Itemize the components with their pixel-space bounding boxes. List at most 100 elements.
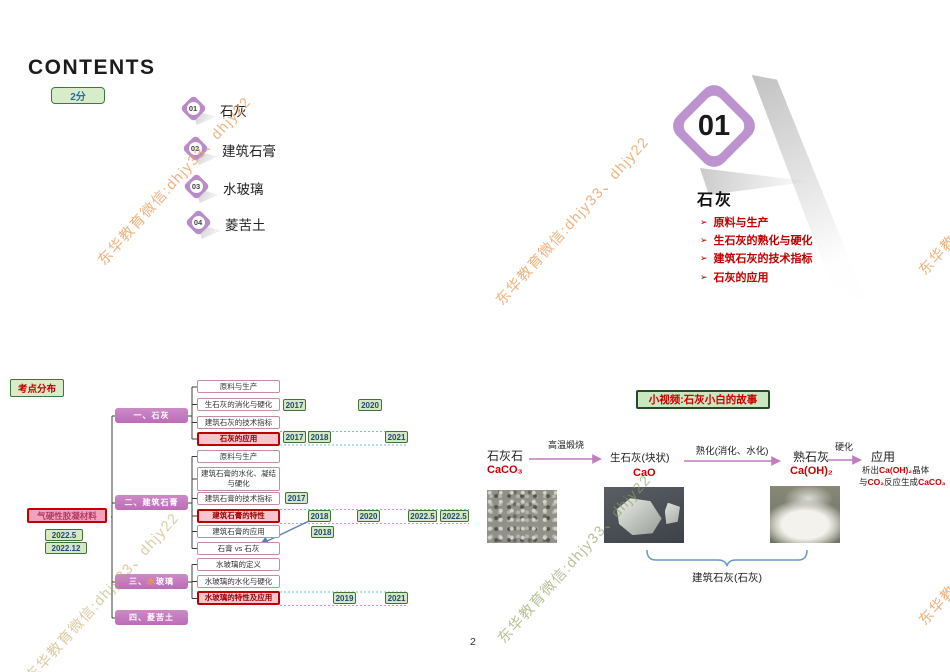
- circle-icon: [191, 215, 205, 229]
- leaf-node: 建筑石膏的水化、凝结与硬化: [197, 467, 280, 491]
- flow-step-name: 熟石灰: [793, 450, 830, 464]
- bullet-text: 石灰的应用: [713, 272, 769, 284]
- leaf-node: 石膏 vs 石灰: [197, 542, 280, 555]
- mindmap-header-badge: 考点分布: [10, 379, 64, 397]
- toc-item-1-badge-icon: 01: [179, 94, 207, 122]
- score-badge: 2分: [51, 87, 105, 104]
- root-year-badge: 2022.12: [45, 542, 87, 554]
- leaf-node: 水玻璃的水化与硬化: [197, 575, 280, 588]
- toc-item-2-label: 建筑石膏: [222, 144, 276, 159]
- root-year-badge: 2022.5: [45, 529, 83, 541]
- rock-shape: [664, 502, 680, 524]
- branch-label-highlight: 水: [147, 577, 156, 586]
- note-text: 析出: [862, 465, 880, 475]
- circle-icon: [189, 179, 203, 193]
- toc-item-2-badge-icon: 02: [181, 134, 209, 162]
- year-badge: 2022.5: [408, 510, 437, 522]
- note-formula: CaCO₃: [918, 477, 946, 487]
- toc-item-3-label: 水玻璃: [223, 182, 264, 197]
- leaf-node: 建筑石灰的技术指标: [197, 416, 280, 429]
- leaf-node-highlight: 水玻璃的特性及应用: [197, 591, 280, 605]
- flow-step-name: 石灰石: [487, 449, 524, 463]
- year-badge: 2017: [283, 431, 306, 443]
- leaf-node: 水玻璃的定义: [197, 558, 280, 571]
- quicklime-photo: [604, 487, 684, 543]
- toc-item-3-number: 03: [191, 181, 201, 191]
- mindmap-root-node: 气硬性胶凝材料: [27, 508, 107, 523]
- application-note-line1: 析出Ca(OH)₂晶体: [862, 464, 929, 476]
- year-badge: 2018: [308, 510, 331, 522]
- toc-item-3-badge-icon: 03: [182, 172, 210, 200]
- leaf-node: 原料与生产: [197, 450, 280, 463]
- contents-title: CONTENTS: [28, 56, 156, 79]
- bracket-label: 建筑石灰(石灰): [692, 572, 762, 584]
- year-badge: 2021: [385, 431, 408, 443]
- circle-icon: [186, 101, 200, 115]
- application-note-line2: 与CO₂反应生成CaCO₃: [859, 476, 946, 488]
- toc-item-2-number: 02: [190, 143, 200, 153]
- branch-node-lime: 一、石灰: [115, 408, 188, 423]
- section-title: 石灰: [697, 192, 734, 209]
- arrow-bullet-icon: ➢: [700, 234, 708, 245]
- flow-step-formula: CaCO₃: [487, 464, 523, 476]
- toc-item-1-number: 01: [188, 103, 198, 113]
- arrow-bullet-icon: ➢: [700, 216, 708, 227]
- section-bullet: ➢ 建筑石灰的技术指标: [700, 250, 813, 266]
- bullet-text: 建筑石灰的技术指标: [713, 253, 813, 265]
- branch-node-magnesite: 四、菱苦土: [115, 610, 188, 625]
- leaf-node-highlight: 建筑石膏的特性: [197, 509, 280, 523]
- year-badge: 2017: [285, 492, 308, 504]
- gypsum-vs-lime-arrow: [259, 520, 310, 545]
- note-text: 晶体: [912, 465, 930, 475]
- note-formula: CO₂: [867, 477, 885, 487]
- flow-step-formula: CaO: [633, 467, 656, 479]
- year-badge: 2022.5: [440, 510, 469, 522]
- rock-shape: [616, 498, 662, 536]
- flow-step-formula: Ca(OH)₂: [790, 465, 833, 477]
- year-badge: 2021: [385, 592, 408, 604]
- year-badge: 2020: [357, 510, 380, 522]
- leaf-node: 建筑石膏的应用: [197, 525, 280, 538]
- flow-step-name: 应用: [871, 450, 896, 464]
- year-badge: 2019: [333, 592, 356, 604]
- section-bullet: ➢ 生石灰的熟化与硬化: [700, 232, 813, 248]
- branch-label-part: 三、: [129, 577, 147, 586]
- note-text: 反应生成: [884, 477, 919, 487]
- flow-arrow-label: 熟化(消化、水化): [695, 446, 769, 457]
- year-badge: 2017: [283, 399, 306, 411]
- slaked-lime-photo: [770, 486, 840, 543]
- branch-label-part: 玻璃: [156, 577, 174, 586]
- leaf-node: 生石灰的消化与硬化: [197, 398, 280, 411]
- toc-item-4-label: 菱苦土: [225, 218, 266, 233]
- flow-arrow-label: 硬化: [834, 442, 853, 452]
- branch-node-waterglass: 三、水玻璃: [115, 574, 188, 589]
- year-badge: 2020: [358, 399, 382, 411]
- circle-icon: [188, 141, 202, 155]
- branch-node-gypsum: 二、建筑石膏: [115, 495, 188, 510]
- video-note-badge: 小视频:石灰小白的故事: [636, 390, 770, 409]
- flow-step-name: 生石灰(块状): [610, 452, 670, 464]
- bullet-text: 生石灰的熟化与硬化: [713, 235, 813, 247]
- page-number: 2: [470, 636, 476, 648]
- leaf-node: 原料与生产: [197, 380, 280, 393]
- leaf-node: 建筑石膏的技术指标: [197, 492, 280, 505]
- bullet-text: 原料与生产: [713, 217, 769, 229]
- mindmap-tree-lines: [111, 386, 197, 619]
- section-number: 01: [697, 109, 731, 142]
- year-badge: 2018: [308, 431, 331, 443]
- bracket-brace: [646, 549, 808, 567]
- arrow-bullet-icon: ➢: [700, 271, 708, 282]
- toc-item-4-badge-icon: 04: [184, 208, 212, 236]
- section-bullet: ➢ 原料与生产: [700, 214, 769, 230]
- toc-item-1-label: 石灰: [220, 104, 247, 119]
- section-bullet: ➢ 石灰的应用: [700, 269, 769, 285]
- year-badge: 2018: [311, 526, 334, 538]
- arrow-bullet-icon: ➢: [700, 252, 708, 263]
- note-formula: Ca(OH)₂: [879, 465, 913, 475]
- note-text: 与: [859, 477, 868, 487]
- leaf-node-highlight: 石灰的应用: [197, 432, 280, 446]
- flow-arrow-label: 高温煅烧: [547, 440, 584, 450]
- flow-arrows: [529, 454, 862, 466]
